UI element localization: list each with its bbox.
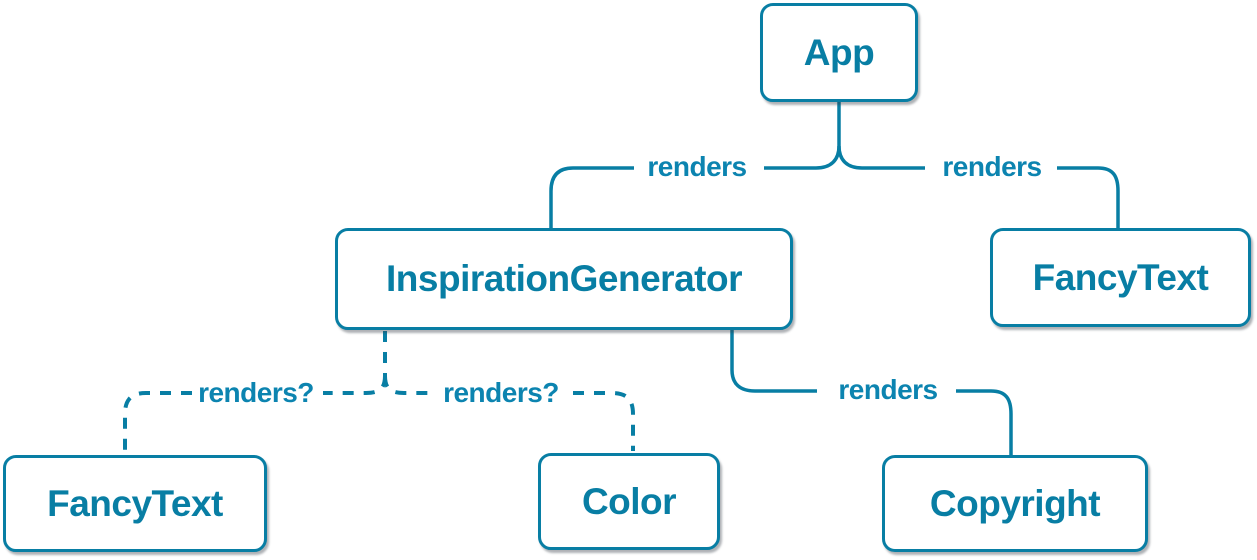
node-color-label: Color: [581, 480, 677, 522]
node-fancy-text-top: FancyText: [990, 228, 1251, 327]
edge-label-renders-left: renders: [647, 151, 747, 182]
edge-inspirationgenerator-copyright-2: [956, 389, 1013, 455]
node-app-label: App: [803, 31, 875, 73]
edge-label-renders-question-right: renders?: [443, 377, 559, 408]
edge-label-renders-right: renders: [942, 151, 1042, 182]
node-fancy-text-bottom: FancyText: [3, 455, 267, 552]
edge-label-renders-question-left: renders?: [198, 377, 314, 408]
node-color: Color: [538, 453, 720, 550]
edge-inspirationgenerator-fancytext-2: [123, 391, 192, 453]
edge-app-fancytext-2: [1057, 166, 1120, 228]
node-app: App: [760, 3, 918, 102]
node-fancy-text-top-label: FancyText: [1032, 256, 1209, 298]
edge-app-fancytext: [837, 145, 925, 170]
node-copyright: Copyright: [882, 455, 1148, 552]
node-fancy-text-bottom-label: FancyText: [47, 482, 223, 524]
node-inspiration-generator: InspirationGenerator: [335, 228, 793, 330]
node-inspiration-generator-label: InspirationGenerator: [386, 258, 742, 299]
edge-inspirationgenerator-fancytext: [323, 375, 387, 395]
edge-inspirationgenerator-color: [383, 375, 428, 395]
node-copyright-label: Copyright: [929, 482, 1101, 524]
edge-inspirationgenerator-copyright: [730, 330, 817, 393]
edge-app-inspirationgenerator: [764, 145, 841, 170]
edge-app-inspirationgenerator-2: [549, 166, 634, 228]
edge-label-renders-copyright: renders: [838, 374, 938, 405]
edge-inspirationgenerator-color-2: [573, 391, 635, 451]
